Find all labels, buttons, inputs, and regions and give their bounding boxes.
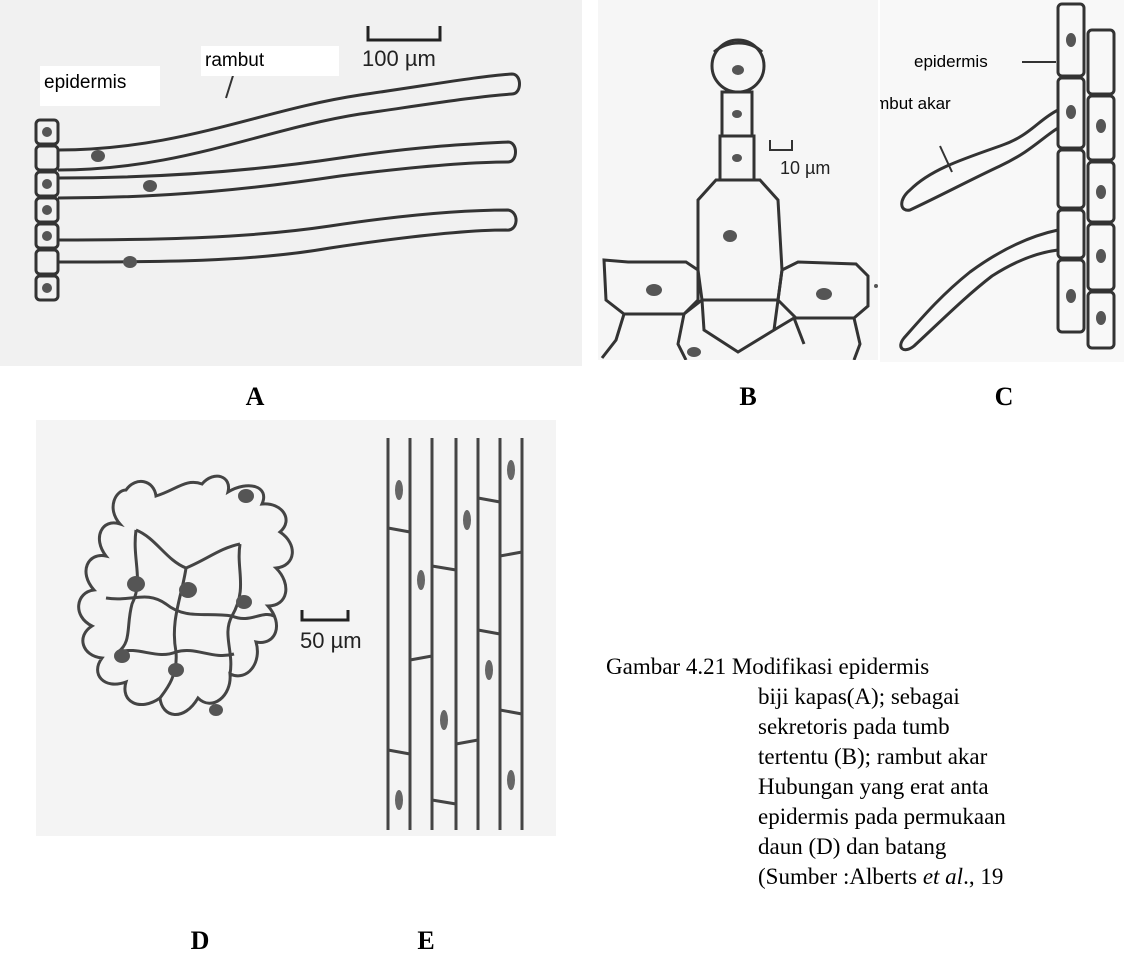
panel-letter-c: C	[984, 382, 1024, 412]
scale-bar-label-d: 50 µm	[300, 628, 362, 654]
panel-de-figure: 50 µm	[36, 420, 556, 836]
caption-line-5: Hubungan yang erat anta	[606, 772, 1124, 802]
caption-line-4: tertentu (B); rambut akar	[606, 742, 1124, 772]
panel-letter-e: E	[406, 926, 446, 956]
caption-line-2: biji kapas(A); sebagai	[606, 682, 1124, 712]
label-epidermis-c: epidermis	[910, 50, 992, 74]
caption-line-6: epidermis pada permukaan	[606, 802, 1124, 832]
panel-letter-b: B	[728, 382, 768, 412]
panel-a-figure: epidermis rambut 100 µm	[0, 0, 582, 366]
panel-de-drawing	[36, 420, 556, 836]
caption-line-3: sekretoris pada tumb	[606, 712, 1124, 742]
caption-line-7: daun (D) dan batang	[606, 832, 1124, 862]
figure-caption: Gambar 4.21 Modifikasi epidermis biji ka…	[606, 652, 1124, 892]
scale-bar-label-b: 10 µm	[780, 158, 830, 179]
panel-c-figure: epidermis rambut akar	[880, 0, 1124, 362]
caption-source-suffix: ., 19	[963, 864, 1003, 889]
caption-line-1: Gambar 4.21 Modifikasi epidermis	[606, 652, 1124, 682]
panel-b-drawing	[598, 0, 878, 360]
caption-line-8: (Sumber :Alberts et al., 19	[606, 862, 1124, 892]
caption-source-prefix: (Sumber :Alberts	[758, 864, 923, 889]
scale-bar-label-a: 100 µm	[362, 46, 436, 72]
label-rambut-akar-c: rambut akar	[880, 92, 955, 116]
label-epidermis-a: epidermis	[40, 66, 160, 106]
panel-letter-a: A	[235, 382, 275, 412]
panel-letter-d: D	[180, 926, 220, 956]
caption-source-italic: et al	[923, 864, 963, 889]
label-rambut-a: rambut	[201, 46, 339, 76]
panel-b-figure: 10 µm	[598, 0, 878, 360]
